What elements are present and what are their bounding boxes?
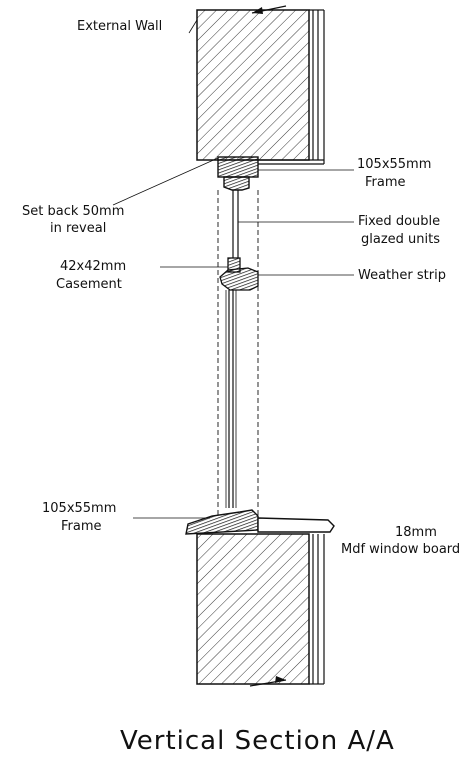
- label-frame-top-size: 105x55mm: [357, 157, 431, 172]
- cut-arrow-icon: [249, 676, 287, 687]
- label-set-back-line1: Set back 50mm: [22, 204, 124, 219]
- top-frame: [217, 156, 259, 191]
- page-title: Vertical Section A/A: [120, 726, 395, 756]
- label-casement-size: 42x42mm: [60, 259, 126, 274]
- casement-glazing: [225, 290, 237, 508]
- label-casement-name: Casement: [56, 277, 122, 292]
- label-fixed-glazing-line2: glazed units: [361, 232, 440, 247]
- casement: [219, 257, 259, 291]
- label-external-wall: External Wall: [77, 19, 162, 34]
- label-board-size: 18mm: [395, 525, 437, 540]
- label-set-back-line2: in reveal: [50, 221, 106, 236]
- label-weather-strip: Weather strip: [358, 268, 446, 283]
- label-frame-bottom-size: 105x55mm: [42, 501, 116, 516]
- top-wall: [196, 5, 325, 165]
- label-fixed-glazing-line1: Fixed double: [358, 214, 440, 229]
- bottom-frame: [185, 509, 259, 535]
- leader-lines: [112, 19, 354, 519]
- label-board-name: Mdf window board: [341, 542, 460, 557]
- label-frame-bottom-name: Frame: [61, 519, 102, 534]
- cut-arrow-icon: [251, 5, 287, 14]
- label-frame-top-name: Frame: [365, 175, 406, 190]
- fixed-glazing: [232, 190, 239, 258]
- window-board: [257, 517, 335, 533]
- bottom-wall: [196, 533, 325, 687]
